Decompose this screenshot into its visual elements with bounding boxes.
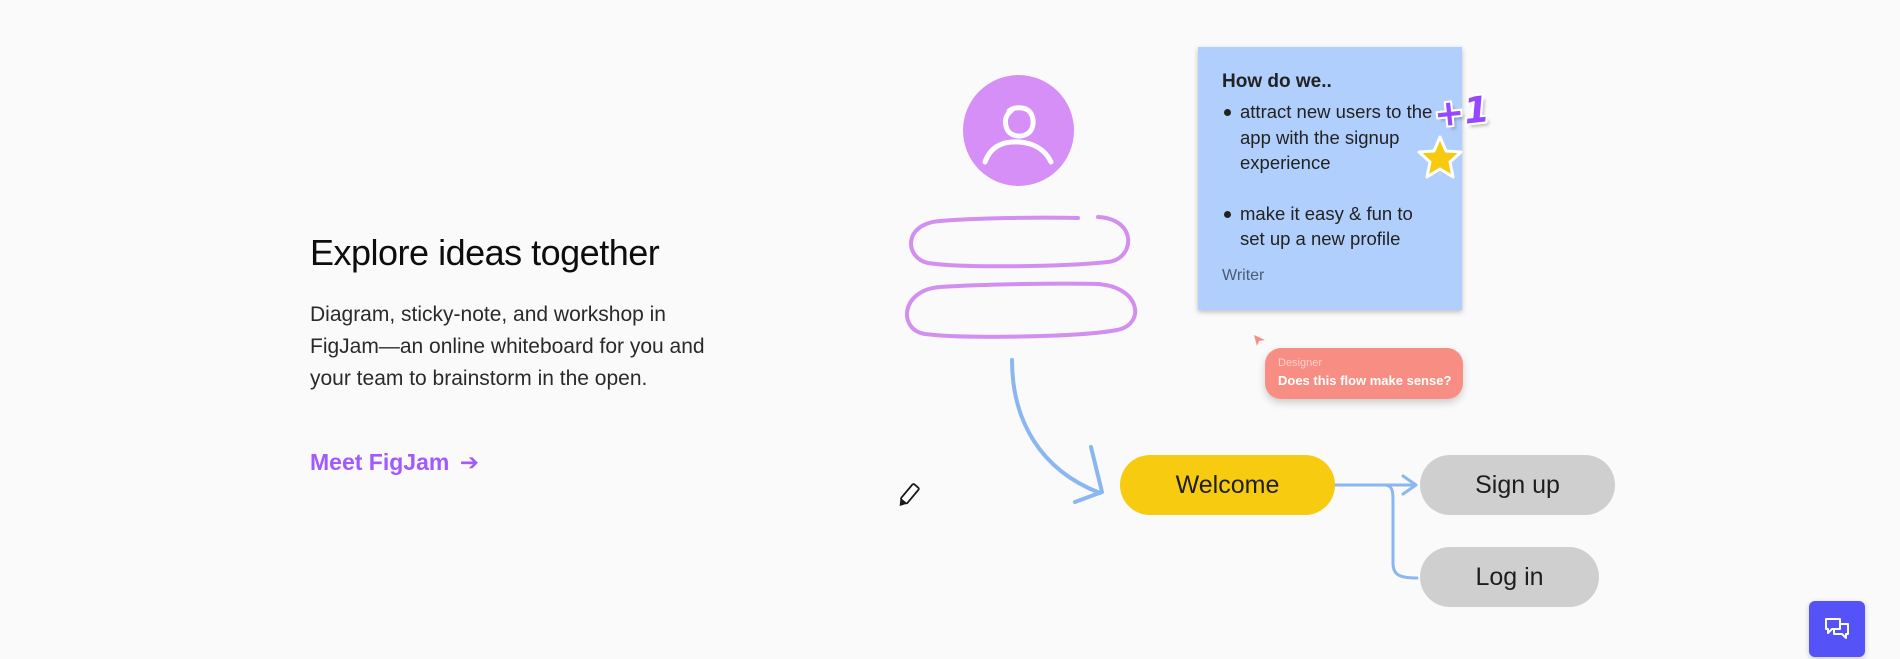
chat-button[interactable] xyxy=(1809,601,1865,657)
user-avatar-icon xyxy=(963,75,1074,186)
signup-arrow-head xyxy=(1401,474,1418,496)
comment-author: Designer xyxy=(1278,357,1323,369)
sticky-note-list: attract new users to the app with the si… xyxy=(1222,99,1442,252)
welcome-node[interactable]: Welcome xyxy=(1120,455,1335,515)
comment-bubble[interactable]: Designer Does this flow make sense? xyxy=(1265,348,1463,399)
plus-one-sticker: +1 xyxy=(1432,89,1492,136)
chat-icon xyxy=(1825,618,1849,639)
log-in-node-label: Log in xyxy=(1475,562,1544,591)
comment-text: Does this flow make sense? xyxy=(1278,373,1452,388)
curved-arrow-head xyxy=(1073,445,1104,504)
sign-up-node-label: Sign up xyxy=(1475,470,1560,499)
sticky-note-bullet: attract new users to the app with the si… xyxy=(1222,99,1442,176)
sticky-note-title: How do we.. xyxy=(1222,71,1332,92)
section-title: Explore ideas together xyxy=(310,232,660,273)
pen-cursor-icon xyxy=(899,483,920,506)
arrow-right-icon: ➔ xyxy=(459,449,479,475)
welcome-node-label: Welcome xyxy=(1175,470,1280,499)
meet-figjam-link[interactable]: Meet FigJam ➔ xyxy=(310,449,479,476)
sticky-note[interactable]: How do we.. attract new users to the app… xyxy=(1198,47,1462,310)
sign-up-node[interactable]: Sign up xyxy=(1420,455,1615,515)
sticky-note-author: Writer xyxy=(1222,267,1265,284)
star-icon xyxy=(1417,135,1463,179)
section-description: Diagram, sticky-note, and workshop in Fi… xyxy=(310,303,705,390)
meet-figjam-label: Meet FigJam xyxy=(310,449,450,475)
curved-arrow xyxy=(1010,358,1102,495)
log-in-node[interactable]: Log in xyxy=(1420,547,1599,607)
welcome-to-login-connector xyxy=(1382,483,1419,580)
collaborator-cursor-icon xyxy=(1254,335,1265,346)
sticky-note-bullet: make it easy & fun to set up a new profi… xyxy=(1222,201,1442,252)
